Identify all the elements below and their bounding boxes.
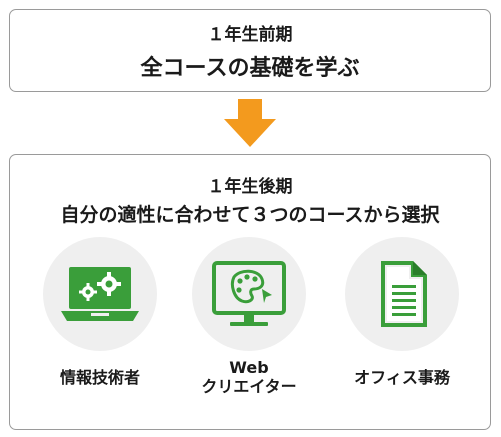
document-icon <box>381 261 427 327</box>
course-label: 情報技術者 <box>59 368 140 387</box>
course-label: Web クリエイター <box>179 358 319 396</box>
second-semester-headline: 自分の適性に合わせて３つのコースから選択 <box>60 204 440 226</box>
course-label-line: クリエイター <box>201 377 297 396</box>
course-label: オフィス事務 <box>354 368 450 387</box>
laptop-gears-icon <box>61 267 139 321</box>
course-it-engineer: 情報技術者 <box>30 237 170 422</box>
second-semester-label: １年生後期 <box>207 177 293 197</box>
course-icon-circle <box>345 237 459 351</box>
first-semester-label: １年生前期 <box>207 25 293 45</box>
first-semester-headline: 全コースの基礎を学ぶ <box>140 56 360 81</box>
first-semester-panel: １年生前期 全コースの基礎を学ぶ <box>9 9 491 92</box>
course-icon-circle <box>192 237 306 351</box>
course-label-line: Web <box>229 358 269 377</box>
course-office-admin: オフィス事務 <box>332 237 472 422</box>
monitor-palette-icon <box>212 261 286 326</box>
down-arrow-icon <box>224 99 276 147</box>
course-icon-circle <box>43 237 157 351</box>
course-web-creator: Web クリエイター <box>179 237 319 422</box>
second-semester-panel: １年生後期 自分の適性に合わせて３つのコースから選択 <box>9 154 491 430</box>
